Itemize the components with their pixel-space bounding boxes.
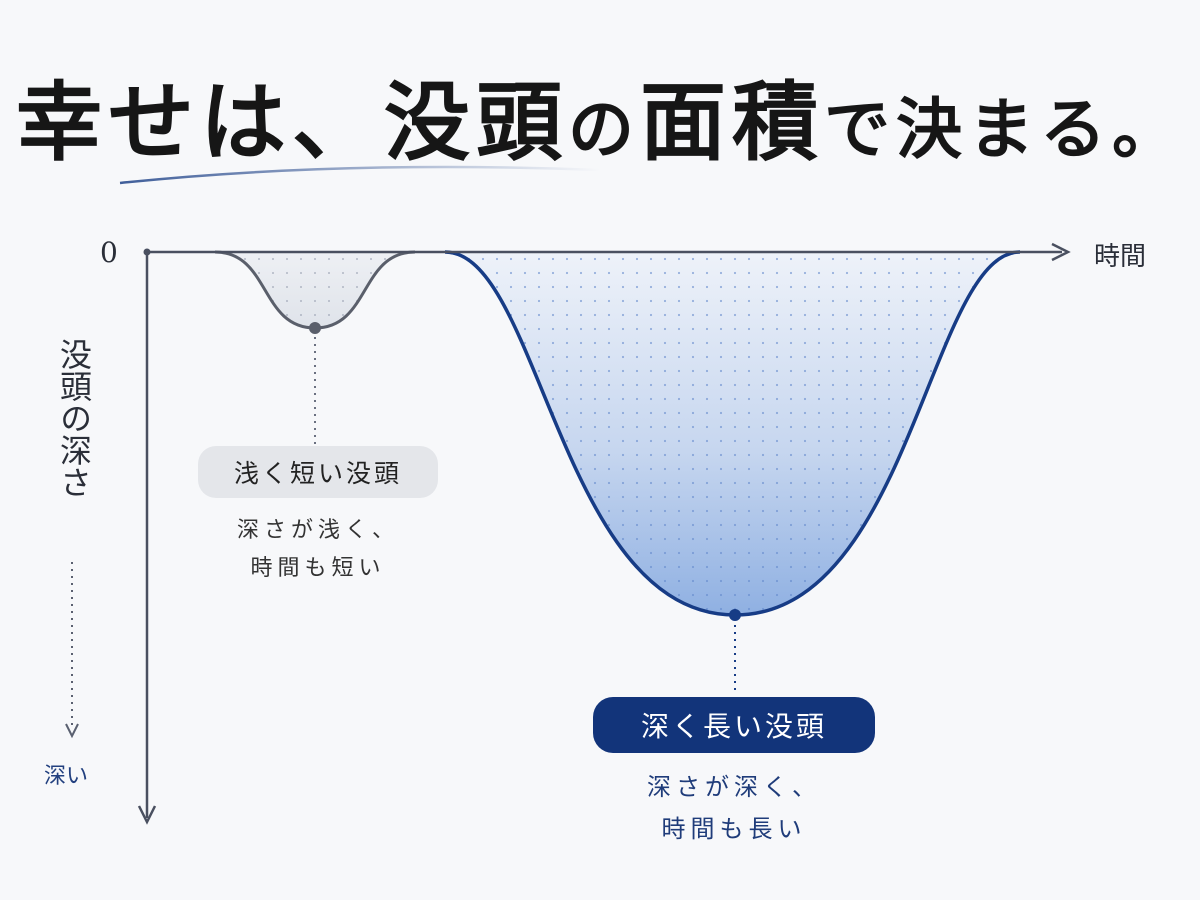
deep-desc-line-1: 深さが深く、 [647, 773, 821, 801]
title-part-4: で決まる。 [824, 90, 1184, 168]
deep-immersion-description: 深さが深く、 時間も長い [593, 766, 875, 850]
shallow-bottom-dot [309, 322, 321, 334]
y-axis-label: 没頭の深さ [55, 338, 93, 498]
deep-bottom-dot [729, 609, 741, 621]
deep-immersion-label: 深く長い没頭 [593, 697, 875, 753]
y-direction-label: 深い [44, 764, 89, 789]
deep-area-dots [445, 252, 1020, 615]
shallow-desc-line-1: 深さが浅く、 [236, 518, 399, 543]
shallow-immersion-label: 浅く短い没頭 [198, 446, 438, 498]
page-title: 幸せは、没頭の面積で決まる。 [0, 52, 1200, 177]
depth-hint-arrow [65, 723, 79, 739]
origin-label: 0 [100, 236, 118, 269]
shallow-area-dots [215, 252, 415, 328]
title-underline [119, 165, 601, 185]
deep-desc-line-2: 時間も長い [661, 815, 807, 843]
origin-dot [143, 248, 151, 256]
shallow-desc-line-2: 時間も短い [250, 556, 386, 581]
shallow-immersion-description: 深さが浅く、 時間も短い [198, 512, 438, 588]
y-axis-arrow [137, 805, 157, 825]
x-axis-arrow [1051, 242, 1071, 262]
title-part-1: 幸せは、没頭 [16, 72, 568, 173]
x-axis-label: 時間 [1094, 242, 1147, 272]
title-part-3: 面積 [640, 72, 824, 173]
title-part-2: の [568, 90, 640, 168]
